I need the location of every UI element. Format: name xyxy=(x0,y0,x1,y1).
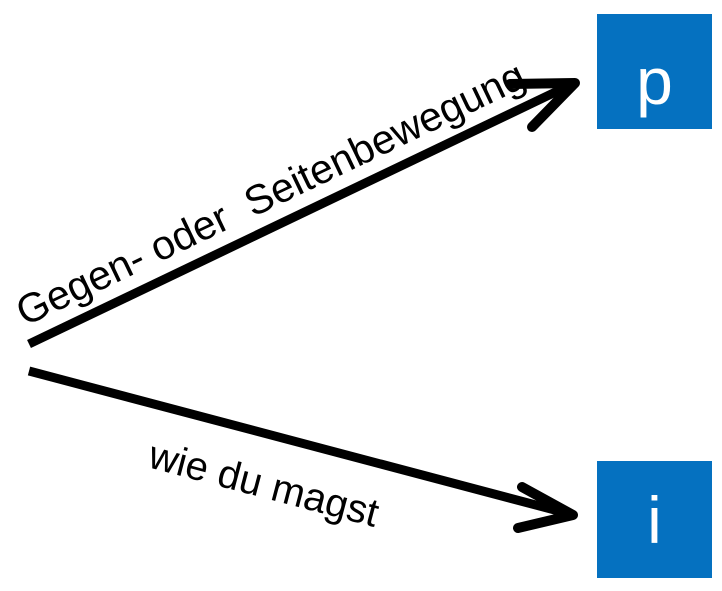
node-box-p[interactable]: p xyxy=(597,14,712,129)
edge-top-arrow xyxy=(27,78,580,349)
node-label-i: i xyxy=(647,482,662,557)
edge-bottom-arrow xyxy=(27,366,578,533)
edge-bottom-line xyxy=(27,366,568,518)
node-label-p: p xyxy=(636,43,673,118)
node-box-i[interactable]: i xyxy=(597,461,712,578)
edge-bottom-arrowhead xyxy=(513,482,578,533)
edge-top-arrowhead xyxy=(505,78,580,132)
edge-top-line xyxy=(27,81,570,349)
